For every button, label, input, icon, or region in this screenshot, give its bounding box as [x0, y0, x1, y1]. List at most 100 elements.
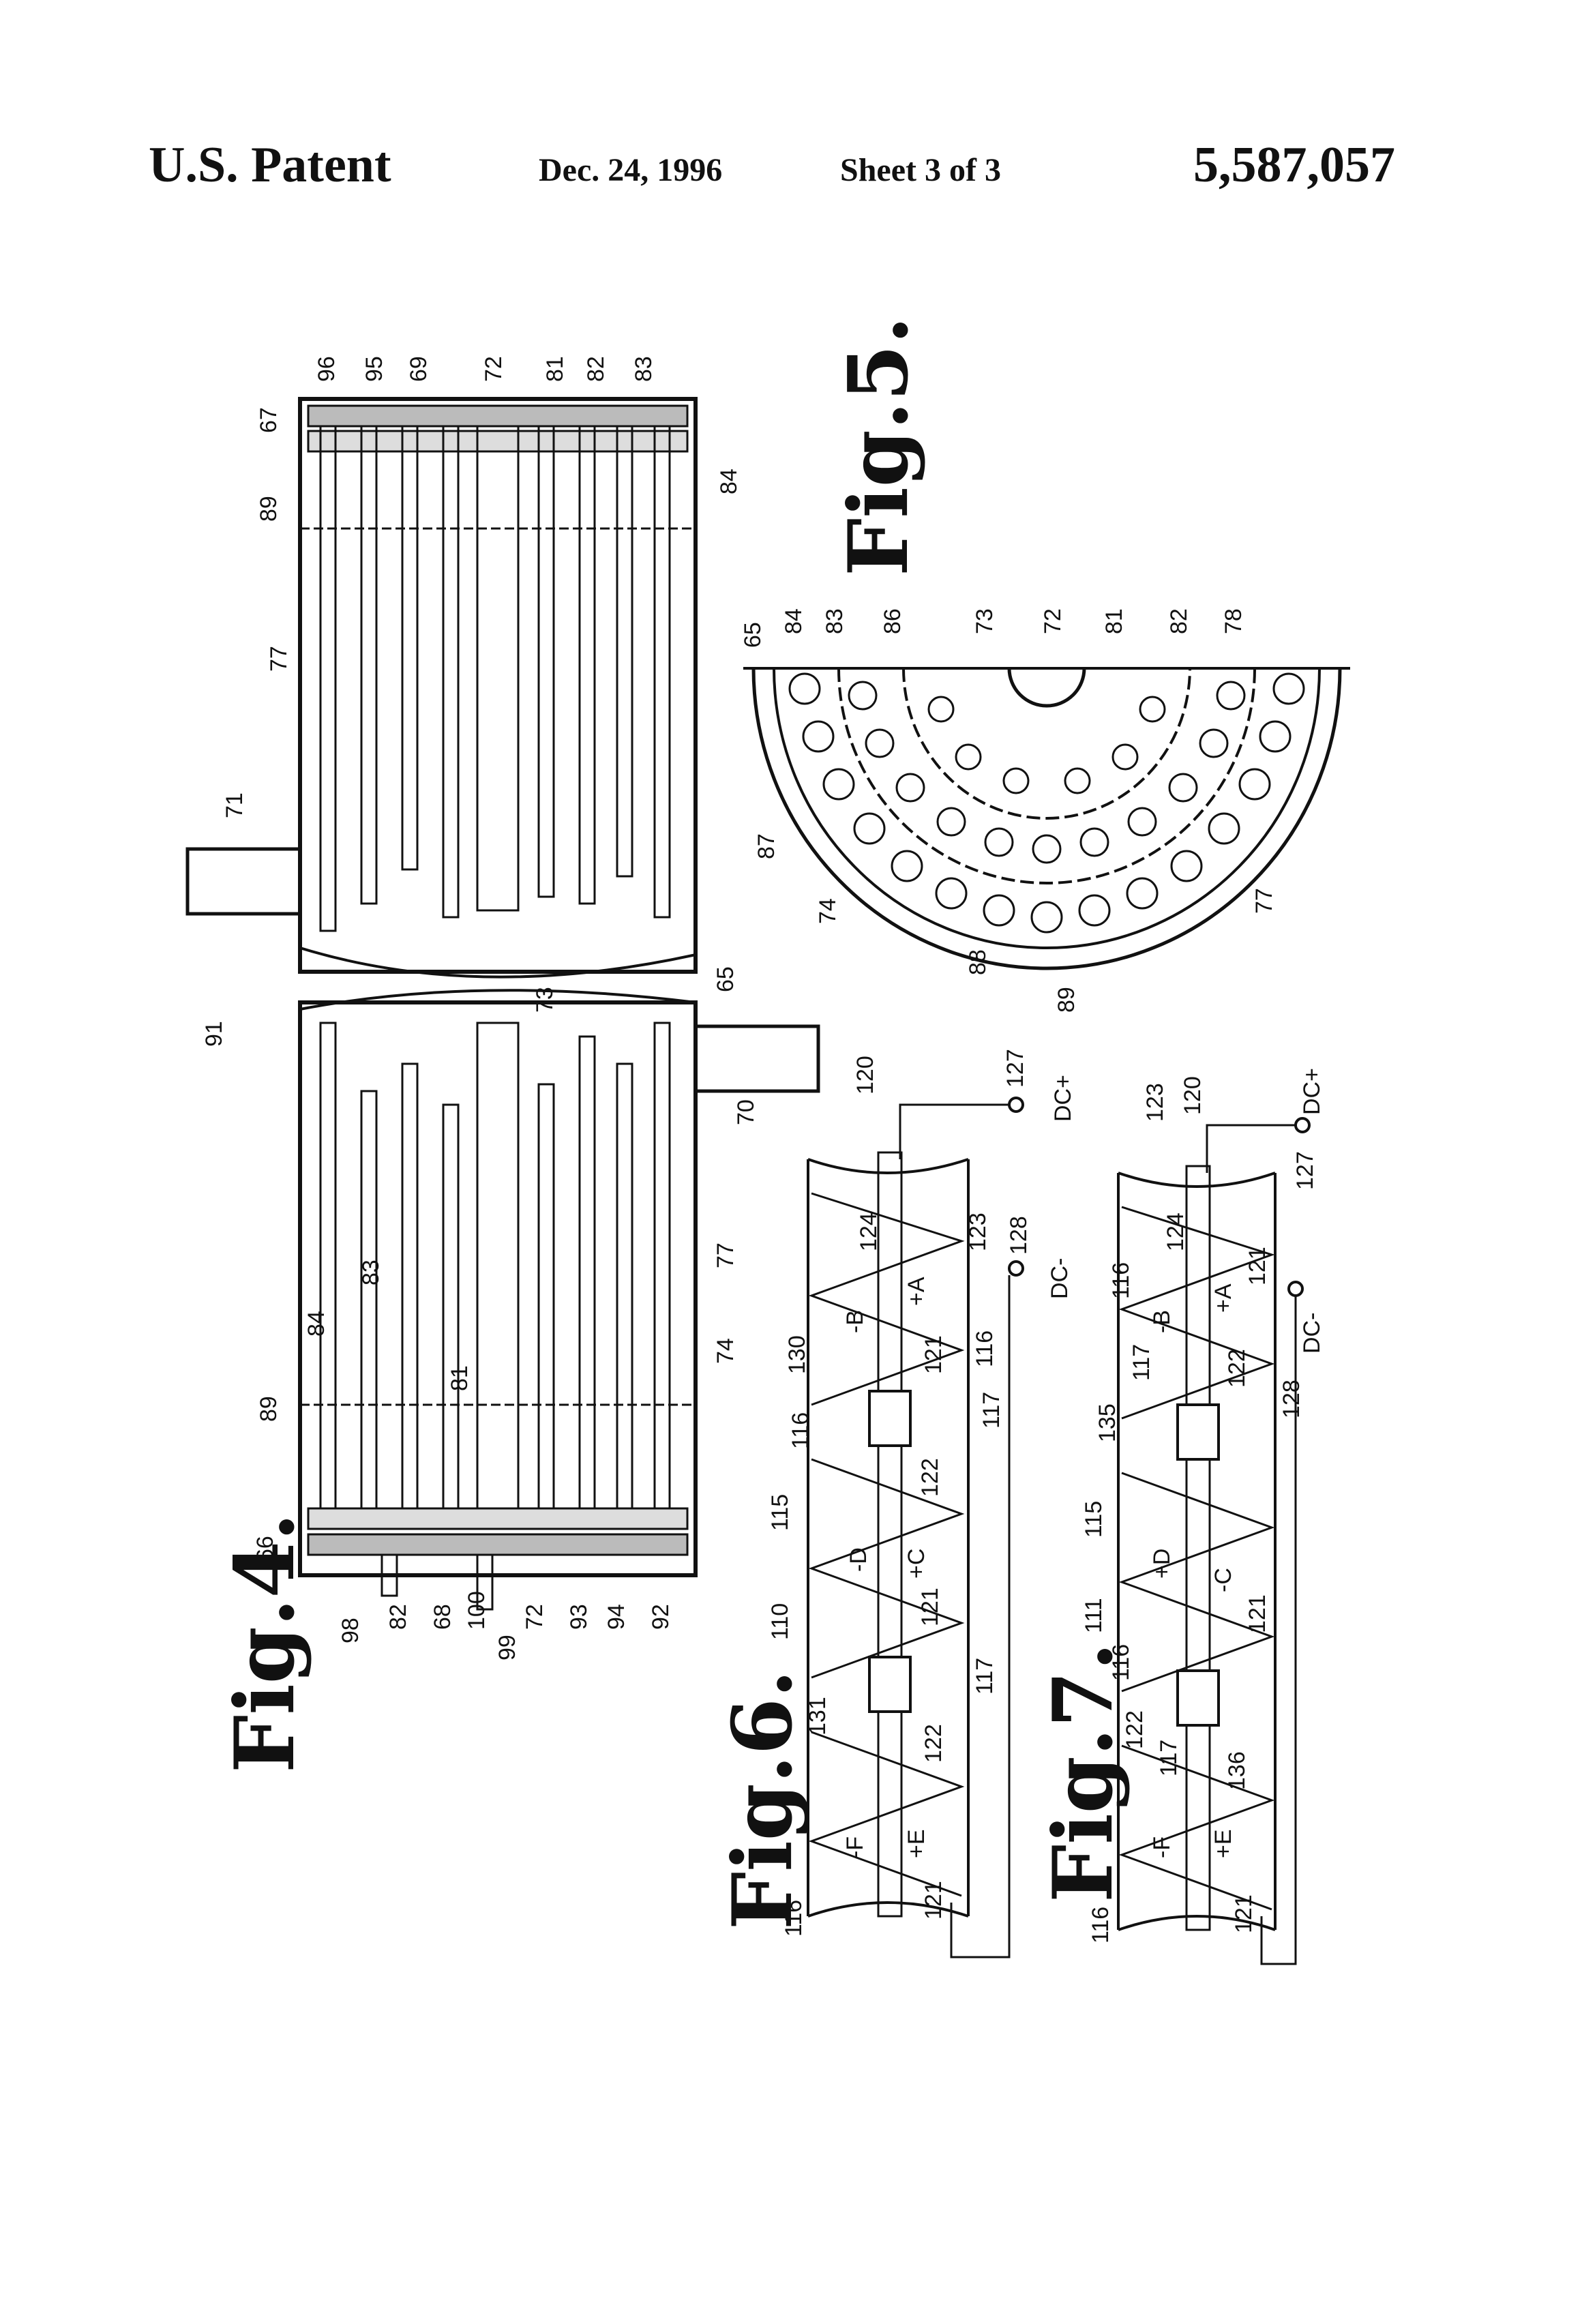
ref-136: 136: [1224, 1751, 1250, 1790]
ref-99: 99: [494, 1635, 520, 1660]
fig6-tube-end-top: [808, 1159, 968, 1173]
ref-98: 98: [338, 1618, 363, 1643]
fig5-label: Fig.5.: [831, 316, 927, 576]
fig6-terminal-dc-plus: [1009, 1098, 1023, 1112]
fig6-lead-dc-plus: [900, 1105, 1009, 1159]
label-plus-a: +A: [904, 1277, 929, 1306]
fig5-ring-inner: [904, 668, 1190, 818]
label-minus-c-f7: -C: [1210, 1568, 1236, 1592]
ref-65-f5: 65: [740, 622, 766, 648]
ref-89: 89: [256, 496, 282, 522]
label-plus-e: +E: [904, 1829, 929, 1858]
fig6-insulator-130: [869, 1391, 910, 1446]
ref-100: 100: [464, 1591, 490, 1630]
ref-67: 67: [256, 407, 282, 433]
ref-83-f5: 83: [822, 608, 848, 634]
fig4-drawing: [188, 399, 818, 1609]
fig5-ring-outer: [839, 668, 1255, 883]
ref-88: 88: [965, 949, 991, 975]
ref-74-f5: 74: [815, 898, 841, 924]
ref-68: 68: [430, 1604, 456, 1630]
ref-96: 96: [314, 356, 340, 382]
ref-117-f7: 117: [1129, 1344, 1154, 1381]
dc-minus-f7: DC-: [1299, 1313, 1325, 1354]
ref-122: 122: [917, 1458, 943, 1497]
ref-121c: 121: [921, 1881, 946, 1920]
ref-130: 130: [784, 1335, 810, 1374]
ref-127: 127: [1002, 1049, 1028, 1088]
ref-111: 111: [1081, 1598, 1107, 1633]
label-plus-c: +C: [904, 1549, 929, 1579]
fig6-label: Fig.6.: [715, 1669, 811, 1930]
fig6-labels: 120 127 DC+ 124 123 128 DC- +A -B 130 12…: [715, 1049, 1076, 1937]
ref-78: 78: [1221, 608, 1247, 634]
ref-84-f5: 84: [781, 608, 807, 634]
fig7-tube-end-top: [1118, 1173, 1275, 1187]
ref-77: 77: [266, 646, 292, 672]
ref-121c-f7: 121: [1231, 1894, 1257, 1933]
ref-86: 86: [880, 608, 906, 634]
ref-70: 70: [733, 1099, 759, 1125]
ref-72: 72: [481, 356, 507, 382]
ref-84b: 84: [303, 1311, 329, 1337]
fig7-terminal-dc-minus: [1289, 1282, 1302, 1296]
ref-122-f7: 122: [1224, 1349, 1250, 1388]
ref-135: 135: [1094, 1403, 1120, 1442]
ref-77b: 77: [713, 1242, 738, 1268]
ref-123: 123: [965, 1212, 991, 1251]
fig4-lower-endplate: [308, 1534, 687, 1555]
ref-94: 94: [603, 1604, 629, 1630]
fig6-terminal-dc-minus: [1009, 1262, 1023, 1275]
ref-81: 81: [542, 356, 568, 382]
ref-117: 117: [979, 1392, 1004, 1429]
ref-95: 95: [361, 356, 387, 382]
ref-92: 92: [648, 1604, 674, 1630]
ref-124-f7: 124: [1163, 1212, 1189, 1251]
ref-116: 116: [972, 1330, 998, 1367]
fig4-inlet-nozzle: [188, 849, 300, 914]
fig7-label: Fig.7.: [1035, 1642, 1131, 1903]
fig4-outlet-nozzle: [696, 1026, 818, 1091]
ref-69: 69: [406, 356, 432, 382]
label-plus-a-f7: +A: [1210, 1283, 1236, 1313]
fig7-lead-dc-plus: [1207, 1125, 1296, 1173]
ref-116b: 116: [788, 1412, 814, 1449]
fig5-tubes: [790, 674, 1304, 932]
ref-121b-f7: 121: [1244, 1594, 1270, 1633]
ref-121-f7: 121: [1244, 1247, 1270, 1285]
fig7-insulator-136: [1178, 1671, 1219, 1725]
ref-82-f5: 82: [1166, 608, 1192, 634]
fig7-helix-2: [1122, 1473, 1272, 1691]
fig7-insulator-135: [1178, 1405, 1219, 1459]
ref-73-f5: 73: [972, 608, 998, 634]
fig4-labels: 96 95 69 72 81 82 83 67 89 84 77 71 91 7…: [201, 356, 759, 1773]
ref-81b: 81: [447, 1365, 473, 1391]
ref-91: 91: [201, 1021, 227, 1047]
fig4-upper-shell: [300, 399, 696, 972]
fig5-labels: 65 84 83 86 73 72 81 82 78 87 74 88 89 7…: [740, 316, 1277, 1013]
ref-72b: 72: [522, 1604, 548, 1630]
ref-128: 128: [1006, 1216, 1032, 1255]
ref-73: 73: [532, 987, 558, 1013]
fig4-upper-tubes: [320, 426, 670, 931]
fig4-upper-tubesheet: [308, 431, 687, 451]
ref-122b: 122: [921, 1724, 946, 1763]
ref-72-f5: 72: [1040, 608, 1066, 634]
fig6-lead-dc-minus: [951, 1275, 1009, 1957]
ref-93: 93: [566, 1604, 592, 1630]
ref-116c-f7: 116: [1088, 1907, 1114, 1943]
ref-121: 121: [921, 1335, 946, 1374]
ref-89-f5: 89: [1054, 987, 1079, 1013]
ref-77-f5: 77: [1251, 888, 1277, 914]
label-minus-f: -F: [842, 1836, 868, 1858]
ref-117b: 117: [972, 1658, 998, 1695]
label-minus-b: -B: [842, 1310, 868, 1333]
fig4-upper-endplate: [308, 406, 687, 426]
dc-minus: DC-: [1047, 1258, 1073, 1299]
ref-121b: 121: [917, 1588, 943, 1626]
ref-83b: 83: [358, 1260, 384, 1285]
fig7-labels: 123 120 DC+ 127 124 +A 121 -B 116 DC- 12…: [1035, 1068, 1325, 1943]
ref-89b: 89: [256, 1396, 282, 1422]
ref-82: 82: [583, 356, 609, 382]
